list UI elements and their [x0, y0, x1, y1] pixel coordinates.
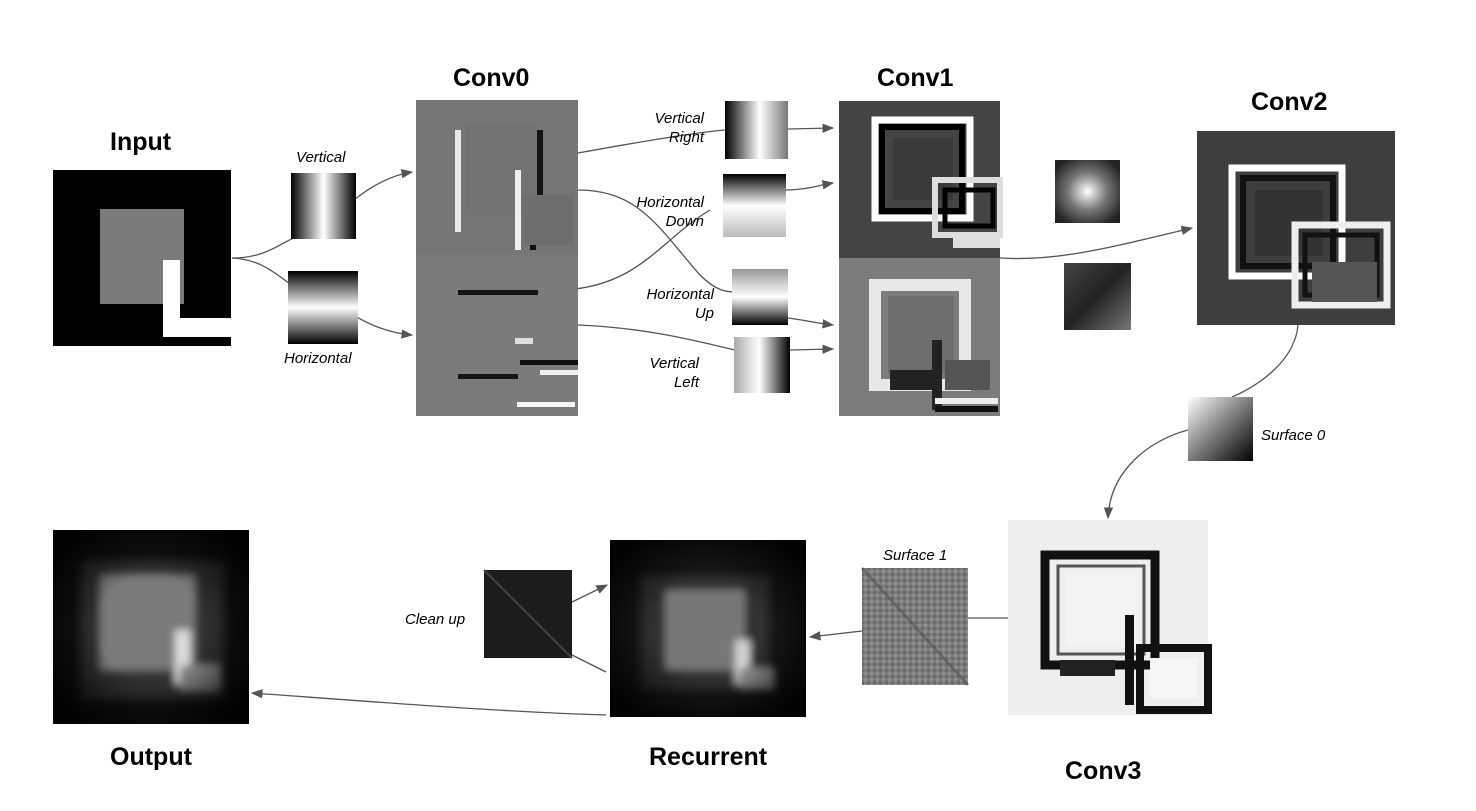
connectors — [231, 123, 1299, 716]
arrow-conv0-to-horizontal-down — [564, 209, 711, 291]
conv1-feature-maps — [839, 101, 1003, 416]
label-vertical-left-2: Left — [674, 374, 700, 391]
kernel-vertical — [291, 173, 356, 239]
title-conv1: Conv1 — [877, 64, 954, 92]
label-clean-up: Clean up — [405, 611, 465, 628]
arrow-conv1-to-conv2 — [999, 225, 1194, 260]
label-vertical-right-1: Vertical — [655, 110, 705, 127]
conv3-feature-map — [1008, 520, 1212, 715]
output-image — [53, 530, 249, 724]
kernel-vertical-right — [725, 101, 788, 159]
arrow-recurrent-to-cleanup — [571, 654, 607, 673]
arrow-horizontal-down-to-conv1 — [785, 180, 835, 191]
clean-up-diagonal — [483, 569, 573, 659]
arrow-horizontal-up-to-conv1 — [787, 317, 835, 329]
kernel-conv2-center — [1055, 160, 1120, 223]
conv2-feature-map — [1197, 131, 1395, 325]
label-vertical: Vertical — [296, 149, 346, 166]
arrow-vertical-right-to-conv1 — [787, 123, 835, 133]
label-surface-0: Surface 0 — [1261, 427, 1326, 444]
arrow-cleanup-to-recurrent — [571, 584, 609, 603]
label-surface-1: Surface 1 — [883, 547, 947, 564]
surface-1-diagonal — [860, 566, 970, 687]
label-horizontal-down-2: Down — [666, 213, 704, 230]
title-output: Output — [110, 743, 193, 771]
arrow-conv0-to-vertical-right — [577, 129, 726, 154]
arrow-conv2-to-surface0 — [1231, 324, 1299, 398]
label-horizontal-down-1: Horizontal — [636, 194, 704, 211]
conv0-feature-maps — [416, 100, 578, 416]
kernel-surface-0 — [1188, 397, 1253, 461]
kernel-horizontal-up — [732, 269, 788, 325]
kernel-conv2-diagonal — [1064, 263, 1131, 330]
title-conv0: Conv0 — [453, 64, 529, 92]
label-horizontal-up-1: Horizontal — [646, 286, 714, 303]
title-conv3: Conv3 — [1065, 757, 1141, 785]
arrow-conv0-to-horizontal-up — [577, 189, 736, 293]
label-vertical-right-2: Right — [669, 129, 705, 146]
input-image — [53, 170, 231, 346]
recurrent-feature-map — [610, 540, 806, 717]
label-vertical-left-1: Vertical — [650, 355, 700, 372]
arrow-vertical-left-to-conv1 — [789, 344, 835, 354]
arrow-conv0-to-vertical-left — [577, 324, 736, 351]
title-input: Input — [110, 128, 172, 156]
kernel-horizontal-down — [723, 174, 786, 237]
kernel-vertical-left — [734, 337, 790, 393]
arrow-recurrent-to-output — [250, 689, 607, 716]
label-horizontal: Horizontal — [284, 350, 352, 367]
label-horizontal-up-2: Up — [695, 305, 714, 322]
arrow-surface0-to-conv3 — [1103, 429, 1189, 520]
arrow-surface1-to-recurrent — [808, 630, 863, 641]
title-conv2: Conv2 — [1251, 88, 1327, 116]
title-recurrent: Recurrent — [649, 743, 768, 771]
kernel-horizontal — [288, 271, 358, 344]
